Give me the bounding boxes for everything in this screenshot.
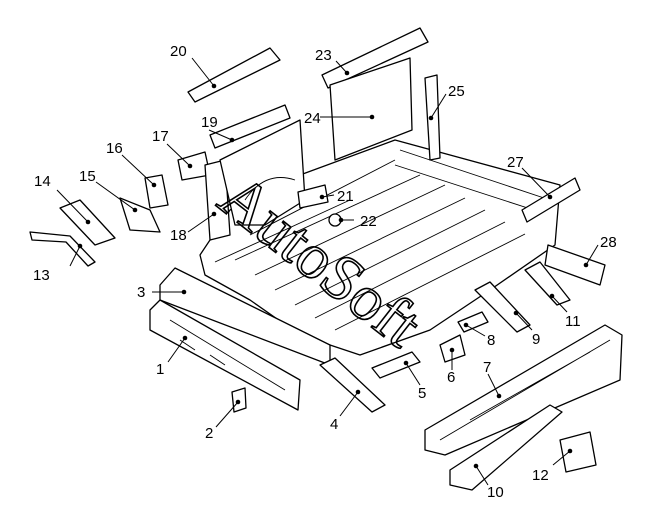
callout-2: 2: [205, 425, 213, 442]
callout-9: 9: [532, 331, 540, 348]
callout-11: 11: [565, 313, 581, 330]
part-20: [187, 47, 281, 103]
part-3: [159, 267, 331, 366]
callout-12: 12: [532, 467, 549, 484]
leader-lines: [56, 57, 599, 486]
callout-8: 8: [487, 332, 495, 349]
part-12: [559, 431, 597, 473]
callout-16: 16: [106, 140, 123, 157]
part-21: [297, 184, 329, 209]
callout-labels: 1 2 3 4 5 6 7 8 9 10 11 12 13 14 15 16 1…: [33, 43, 617, 501]
callout-3: 3: [137, 284, 145, 301]
callout-14: 14: [34, 173, 51, 190]
part-24: [329, 57, 413, 161]
callout-13: 13: [33, 267, 50, 284]
part-28: [544, 244, 606, 286]
part-27: [521, 177, 581, 223]
callout-23: 23: [315, 47, 332, 64]
callout-25: 25: [448, 83, 465, 100]
callout-1: 1: [156, 361, 164, 378]
part-13: [29, 231, 96, 267]
callout-15: 15: [79, 168, 96, 185]
part-5: [371, 351, 421, 379]
callout-4: 4: [330, 416, 338, 433]
callout-20: 20: [170, 43, 187, 60]
callout-28: 28: [600, 234, 617, 251]
part-16: [144, 174, 169, 209]
part-19: [209, 104, 291, 149]
part-18: [204, 159, 231, 241]
callout-21: 21: [337, 188, 354, 205]
callout-17: 17: [152, 128, 169, 145]
callout-6: 6: [447, 369, 455, 386]
callout-22: 22: [360, 213, 377, 230]
part-1: [149, 299, 301, 411]
callout-5: 5: [418, 385, 426, 402]
callout-27: 27: [507, 154, 524, 171]
callout-19: 19: [201, 114, 218, 131]
callout-10: 10: [487, 484, 504, 501]
callout-24: 24: [304, 110, 321, 127]
wheel-arch: [219, 119, 306, 226]
callout-18: 18: [170, 227, 187, 244]
part-11: [524, 261, 571, 306]
part-9: [474, 281, 531, 333]
callout-7: 7: [483, 359, 491, 376]
